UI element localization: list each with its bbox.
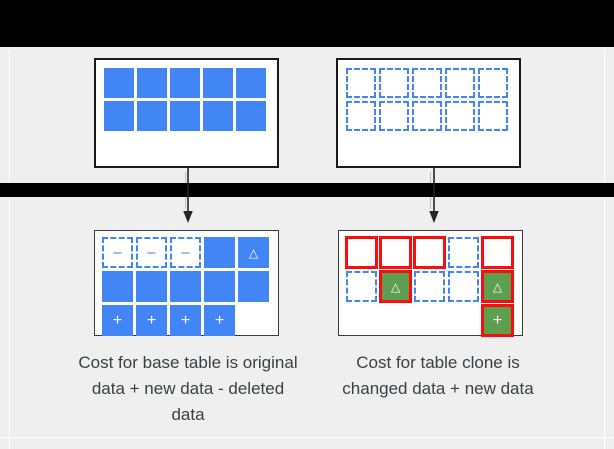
table-cell [346,101,376,131]
caption-table-clone: Cost for table clone is changed data + n… [342,353,534,398]
table-cell [236,101,266,131]
top-black-band [0,0,614,47]
table-cell [346,271,377,302]
table-cell-blank [380,305,411,336]
frame-rule-mid-left [185,197,186,209]
table-cell-new: + [170,305,201,336]
minus-icon: – [113,244,122,261]
table-clone-after-card: △ △ + [338,230,523,337]
upper-panel-background [0,47,614,183]
table-cell [203,68,233,98]
frame-rule-left-lower [9,199,10,449]
triangle-icon: △ [390,279,401,294]
table-cell [170,271,201,302]
table-cell-blank [414,305,445,336]
table-cell-new: + [204,305,235,336]
base-table-original-grid [104,68,266,131]
table-cell [346,68,376,98]
table-cell-referenced [481,236,514,269]
table-cell-new: + [481,304,514,337]
frame-rule-mid-left-upper [185,172,186,183]
table-cell-changed: △ [238,237,269,268]
base-table-original-card [94,58,279,168]
table-cell [412,101,442,131]
plus-icon: + [180,311,191,329]
plus-icon: + [492,311,503,329]
table-cell [448,271,479,302]
table-cell-referenced [413,236,446,269]
table-cell-referenced [379,236,412,269]
frame-rule-mid-right [430,197,431,209]
table-clone-original-card [336,58,521,168]
table-cell-new: + [102,305,133,336]
middle-black-band [0,183,614,197]
table-cell [170,68,200,98]
table-cell [379,101,409,131]
table-cell [170,101,200,131]
frame-rule-right-lower [604,199,605,449]
table-cell-blank [346,305,377,336]
table-cell [238,271,269,302]
table-cell-new: + [136,305,167,336]
base-table-after-card: – – – △ + + + + [94,230,279,336]
table-cell [204,271,235,302]
table-cell [203,101,233,131]
triangle-icon: △ [248,245,259,260]
frame-rule-right-upper [604,49,605,183]
table-cell-deleted: – [136,237,167,268]
table-cell [102,271,133,302]
triangle-icon: △ [492,279,503,294]
table-cell [414,271,445,302]
table-cell [104,101,134,131]
table-cell [236,68,266,98]
caption-base-table: Cost for base table is original data + n… [78,353,298,424]
base-table-after-grid: – – – △ + + + + [102,237,269,336]
table-cell [445,101,475,131]
arrow-table-clone [429,166,439,223]
table-cell [478,101,508,131]
table-cell [412,68,442,98]
table-cell-changed: △ [481,270,514,303]
table-cell-referenced [345,236,378,269]
plus-icon: + [146,311,157,329]
frame-rule-mid-right-upper [430,172,431,183]
minus-icon: – [147,244,156,261]
table-clone-original-grid [346,68,508,131]
table-cell [448,237,479,268]
frame-rule-left-upper [9,49,10,183]
table-cell [445,68,475,98]
minus-icon: – [181,244,190,261]
table-cell-deleted: – [102,237,133,268]
table-cell [137,68,167,98]
table-cell [104,68,134,98]
table-cell-changed: △ [379,270,412,303]
arrow-base-table [183,166,193,223]
table-clone-after-grid: △ △ + [345,236,514,337]
plus-icon: + [112,311,123,329]
table-cell [478,68,508,98]
frame-rule-bottom [0,437,614,438]
table-cell-blank [238,305,269,336]
table-cell [204,237,235,268]
table-cell [379,68,409,98]
table-cell [137,101,167,131]
table-cell-deleted: – [170,237,201,268]
table-cell [136,271,167,302]
table-cell-blank [448,305,479,336]
plus-icon: + [214,311,225,329]
